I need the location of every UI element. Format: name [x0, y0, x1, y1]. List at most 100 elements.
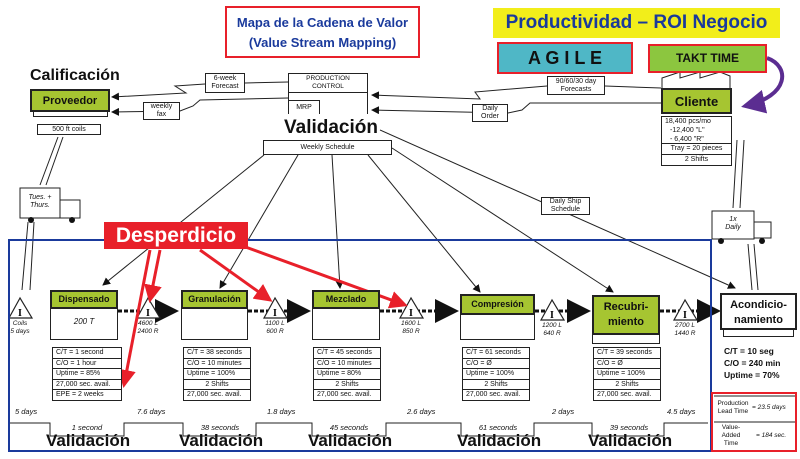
- process-data-row: C/T = 39 seconds: [594, 348, 660, 359]
- mrp-box: MRP: [288, 100, 320, 114]
- svg-text:I: I: [146, 308, 150, 319]
- daily-order-l2: Order: [481, 113, 499, 120]
- timeline-seconds-4: 39 seconds: [609, 423, 649, 432]
- final-row: C/O = 240 min: [724, 358, 781, 368]
- process-data-row: C/O = 10 minutes: [184, 359, 250, 369]
- six-week-l1: 6-week: [213, 75, 237, 82]
- process-name: Granulación: [188, 294, 241, 304]
- va-l1: Value-: [721, 424, 741, 431]
- title-line-2: (Value Stream Mapping): [248, 35, 397, 50]
- six-week-l2: Forecast: [211, 83, 239, 90]
- timeline-days-4: 2 days: [552, 407, 575, 416]
- supplier-base: [33, 112, 108, 117]
- process-header-4: Recubri-miento: [592, 295, 660, 335]
- process-data-row: Uptime = 100%: [463, 369, 529, 380]
- weekly-fax-l1: weekly: [150, 103, 173, 110]
- process-body-4: [592, 335, 660, 344]
- va-time-value: = 184 sec.: [756, 432, 787, 439]
- timeline-seconds-0: 1 second: [71, 423, 103, 432]
- inventory-l2: 600 R: [266, 328, 284, 335]
- truck-in-l1: Tues. +: [28, 194, 52, 201]
- process-data-row: C/T = 61 seconds: [463, 348, 529, 359]
- weekly-schedule: Weekly Schedule: [263, 140, 392, 155]
- summary-box: [711, 392, 797, 452]
- customer-row: -12,400 "L": [670, 127, 705, 134]
- customer-row: 2 Shifts: [684, 155, 709, 163]
- timeline-days-3: 2.6 days: [407, 407, 436, 416]
- process-data-row: C/T = 1 second: [53, 348, 121, 359]
- truck-out-l2: Daily: [725, 224, 741, 231]
- timeline-seconds-3: 61 seconds: [478, 423, 518, 432]
- timeline-days-2: 1.8 days: [267, 407, 296, 416]
- process-name: Recubri-miento: [603, 301, 649, 328]
- timeline-validacion-4: Validación: [588, 431, 673, 450]
- process-data-row: 2 Shifts: [594, 380, 660, 390]
- lead-l1: Production: [717, 400, 749, 407]
- process-data-row: C/O = Ø: [463, 359, 529, 369]
- truck-in-l2: Thurs.: [30, 202, 50, 209]
- process-data-row: 2 Shifts: [184, 380, 250, 390]
- timeline-days-5: 4.5 days: [667, 407, 696, 416]
- acondicionamiento-data: C/T = 10 seg C/O = 240 min Uptime = 70%: [724, 345, 780, 381]
- calificacion-label: Calificación: [30, 67, 120, 84]
- final-name-l1: Acondicio-: [730, 299, 787, 311]
- process-data-row: C/T = 38 seconds: [184, 348, 250, 359]
- process-data-row: C/O = Ø: [594, 359, 660, 369]
- forecasts-l2: Forecasts: [560, 85, 592, 93]
- inventory-l2: 850 R: [402, 328, 420, 335]
- title-box: Mapa de la Cadena de Valor (Value Stream…: [225, 6, 420, 58]
- inventory-l2: 2400 R: [137, 328, 159, 335]
- process-name: Compresión: [471, 299, 524, 309]
- timeline-days-1: 7.6 days: [137, 407, 166, 416]
- process-body-2: [312, 309, 380, 340]
- svg-text:I: I: [273, 308, 277, 319]
- svg-text:I: I: [550, 310, 554, 321]
- inventory-l1: Coils: [12, 320, 28, 327]
- va-l3: Time: [723, 440, 739, 447]
- process-data-row: C/O = 1 hour: [53, 359, 121, 369]
- process-data-row: C/O = 10 minutes: [314, 359, 380, 369]
- daily-order-l1: Daily: [482, 105, 498, 112]
- process-header-0: Dispensado: [50, 290, 118, 309]
- timeline-validacion-1: Validación: [179, 431, 264, 450]
- pc-l1: PRODUCTION: [306, 75, 350, 82]
- customer-data: 18,400 pcs/mo -12,400 "L" - 6,400 "R" Tr…: [661, 116, 732, 166]
- timeline-validacion-3: Validación: [457, 431, 542, 450]
- ship-l2: Schedule: [550, 206, 581, 213]
- process-data-row: Uptime = 80%: [314, 369, 380, 380]
- timeline-validacion-2: Validación: [308, 431, 393, 450]
- va-l2: Added: [721, 432, 741, 439]
- process-data-row: Uptime = 100%: [184, 369, 250, 380]
- timeline-seconds-2: 45 seconds: [329, 423, 369, 432]
- process-header-1: Granulación: [181, 290, 248, 309]
- timeline-seconds-1: 38 seconds: [200, 423, 240, 432]
- inventory-l2: 640 R: [543, 330, 561, 337]
- takt-time-badge: TAKT TIME: [648, 44, 767, 73]
- process-body-1: [181, 309, 248, 340]
- process-data-row: 27,000 sec. avail.: [53, 380, 121, 390]
- svg-text:I: I: [18, 308, 22, 319]
- acondicionamiento-box: Acondicio- namiento: [720, 293, 797, 330]
- process-data-row: C/T = 45 seconds: [314, 348, 380, 359]
- supplier-box: Proveedor: [30, 89, 110, 112]
- inventory-l2: 5 days: [10, 328, 30, 335]
- process-data-row: 2 Shifts: [314, 380, 380, 390]
- productividad-banner: Productividad – ROI Negocio: [493, 8, 780, 38]
- inventory-l1: 2700 L: [675, 322, 695, 329]
- process-header-2: Mezclado: [312, 290, 380, 309]
- customer-row: 18,400 pcs/mo: [665, 118, 711, 125]
- process-body-0: 200 T: [50, 309, 118, 340]
